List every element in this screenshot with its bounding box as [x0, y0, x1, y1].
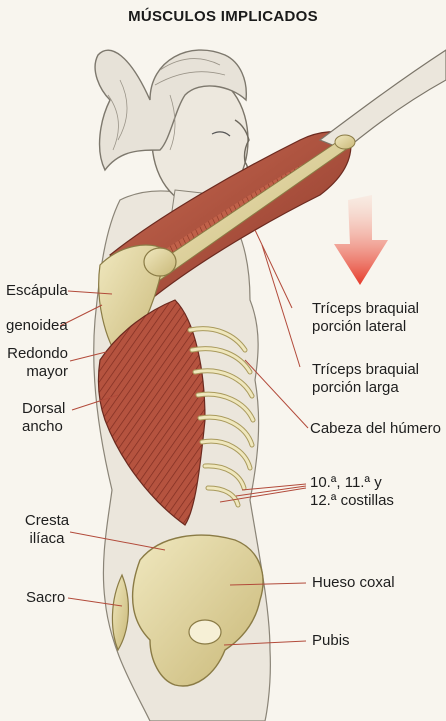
figure-title: MÚSCULOS IMPLICADOS: [0, 8, 446, 25]
label-cresta-2: ilíaca: [20, 530, 74, 547]
label-dorsal-2: ancho: [22, 418, 63, 435]
label-hueso-coxal: Hueso coxal: [312, 574, 395, 591]
label-sacro: Sacro: [26, 589, 65, 606]
label-redondo-2: mayor: [4, 363, 68, 380]
label-triceps-larga-1: Tríceps braquial: [312, 361, 419, 378]
label-triceps-lateral-1: Tríceps braquial: [312, 300, 419, 317]
label-escapula: Escápula: [6, 282, 68, 299]
direction-arrow: [334, 195, 388, 285]
label-cresta-1: Cresta: [20, 512, 74, 529]
label-triceps-larga-2: porción larga: [312, 379, 399, 396]
label-dorsal-1: Dorsal: [22, 400, 65, 417]
label-costillas-1: 10.ª, 11.ª y: [310, 474, 382, 491]
label-pubis: Pubis: [312, 632, 350, 649]
label-cabeza-humero: Cabeza del húmero: [310, 420, 441, 437]
label-redondo-1: Redondo: [4, 345, 68, 362]
acetabulum: [189, 620, 221, 644]
forearm: [320, 50, 446, 150]
label-costillas-2: 12.ª costillas: [310, 492, 394, 509]
label-genoidea: genoidea: [6, 317, 68, 334]
elbow: [335, 135, 355, 149]
label-triceps-lateral-2: porción lateral: [312, 318, 406, 335]
humerus-head: [144, 248, 176, 276]
